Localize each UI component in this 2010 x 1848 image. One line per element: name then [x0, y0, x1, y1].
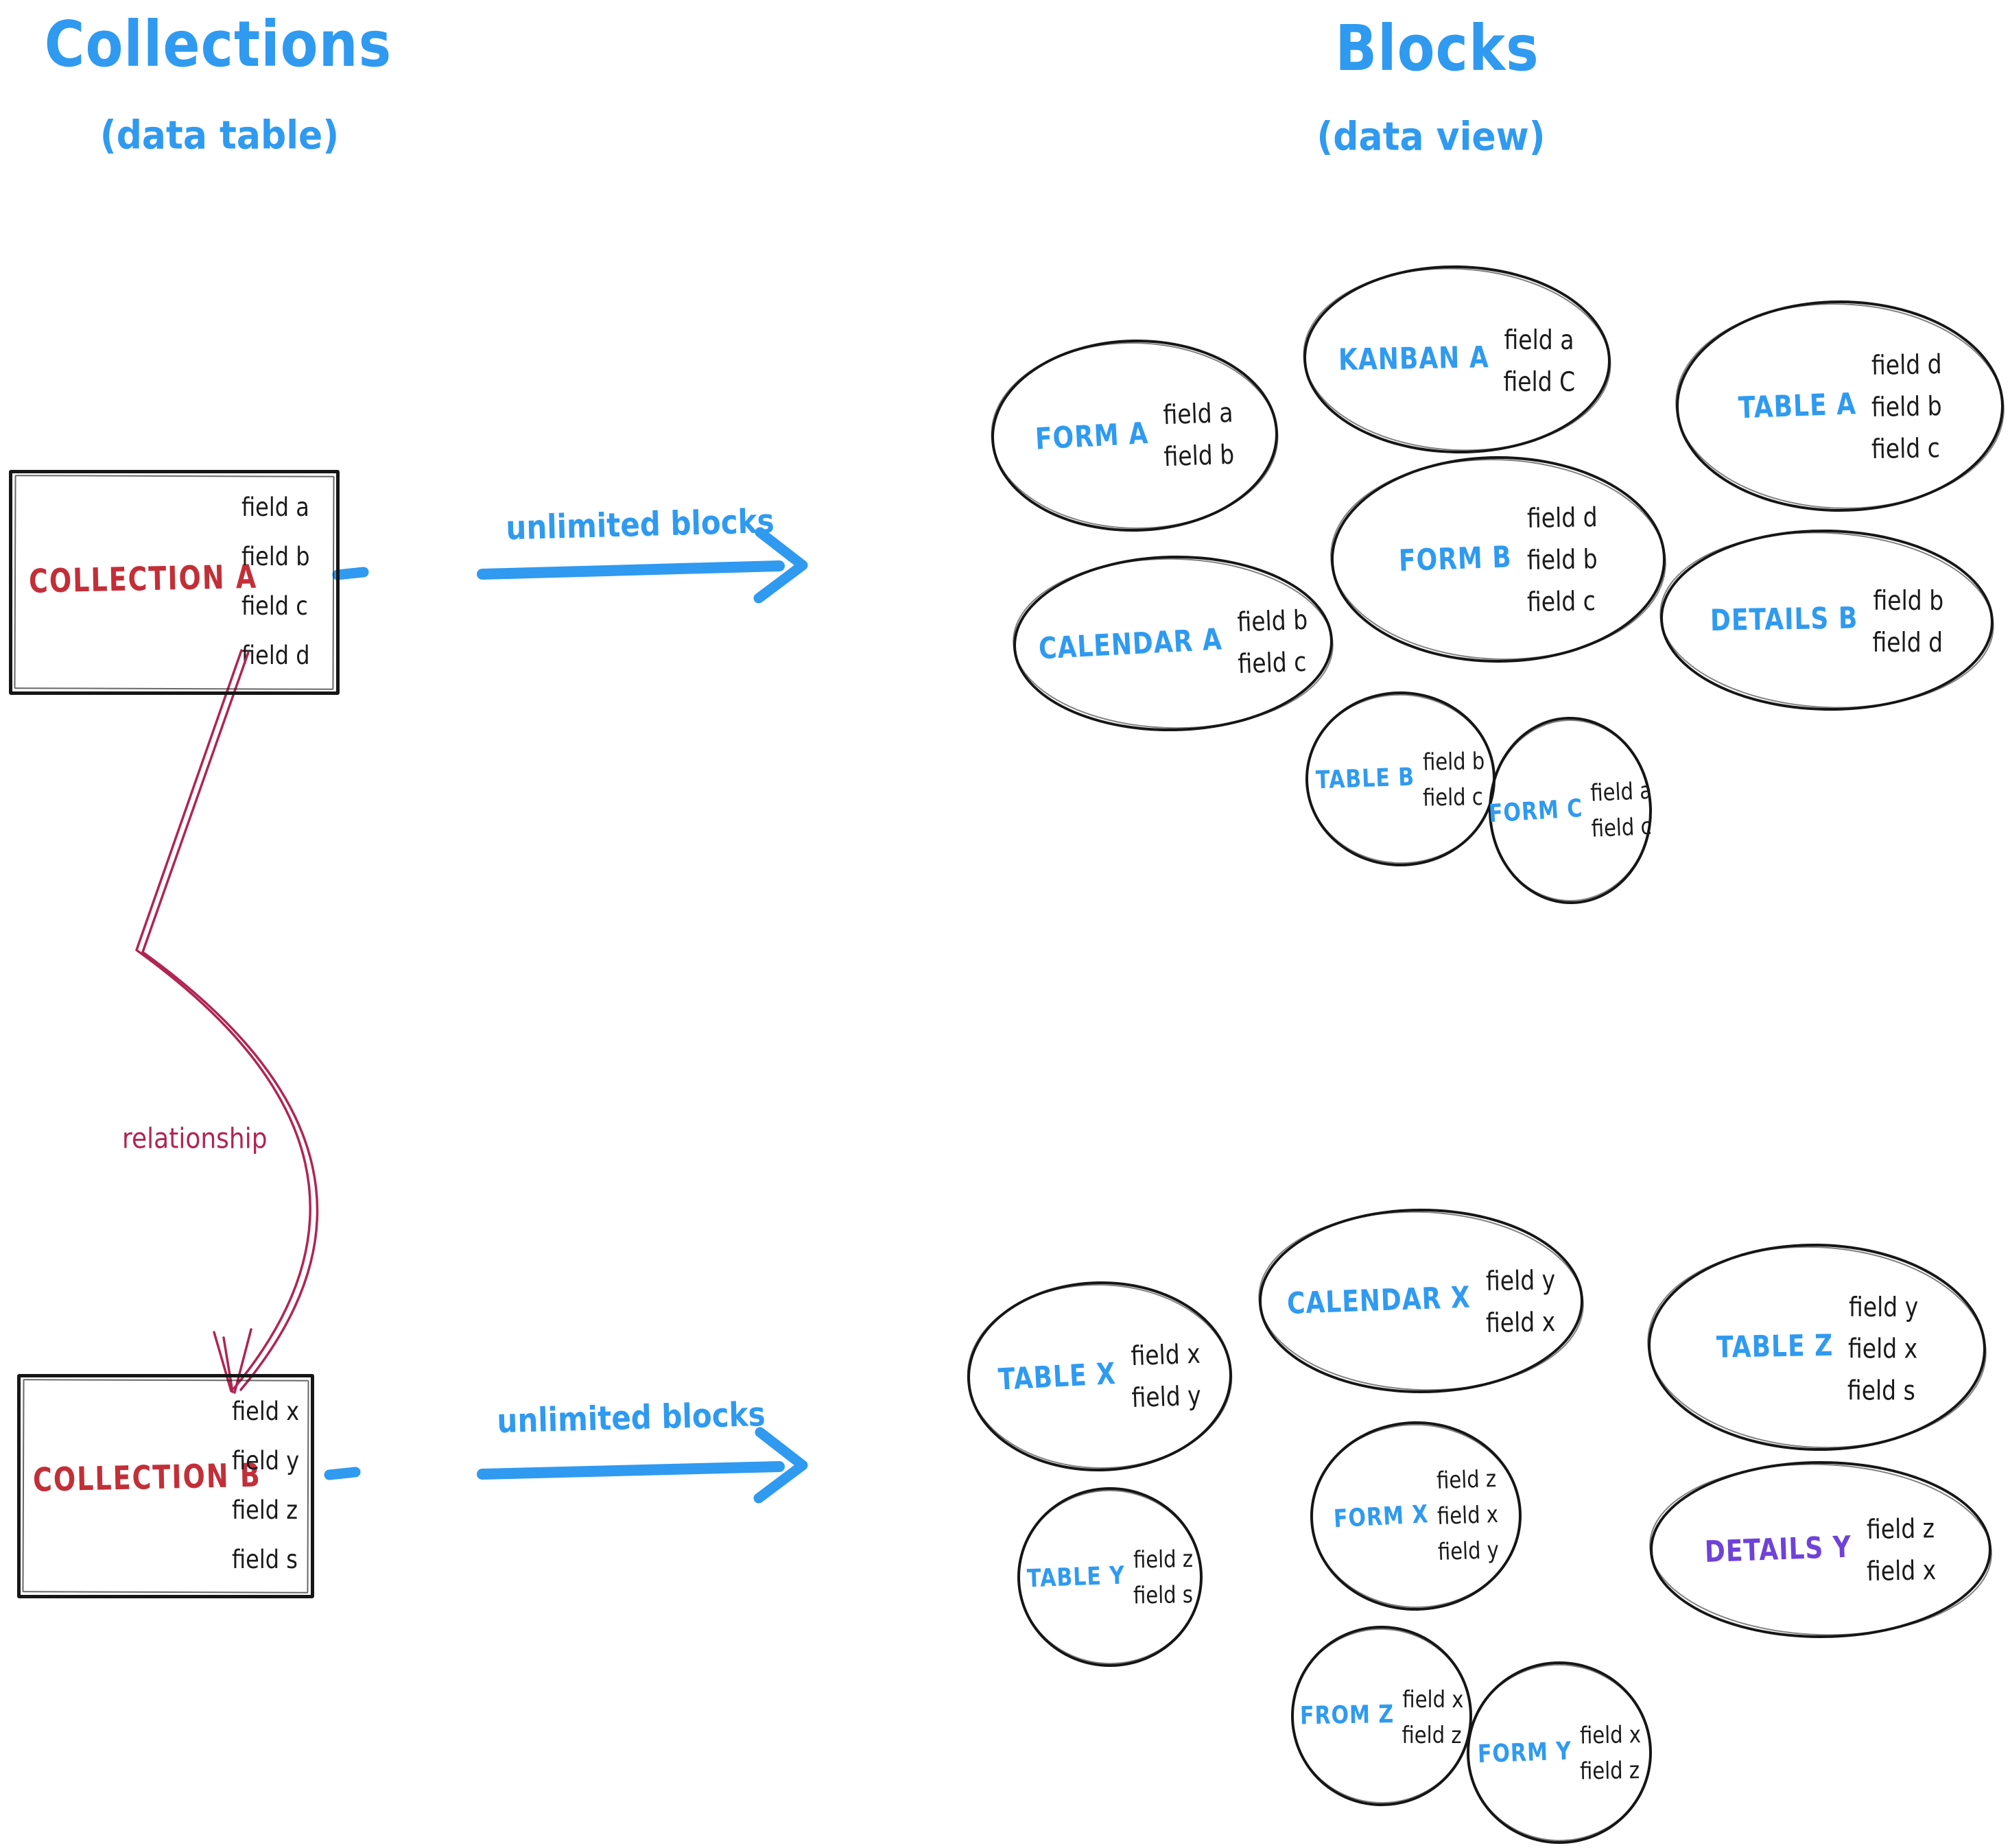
field-label: field y — [1131, 1379, 1202, 1414]
field-label: field c — [1526, 584, 1596, 618]
subtitle-data-view: (data view) — [1316, 115, 1546, 160]
block-fields: field d field b field c — [1526, 501, 1598, 618]
block-fields: field b field d — [1872, 584, 1944, 659]
block-fields: field x field y — [1131, 1337, 1202, 1414]
block-label: FORM A — [1034, 416, 1150, 456]
block-label: DETAILS B — [1710, 601, 1858, 638]
collection-a-box — [9, 470, 340, 695]
block-label: CALENDAR X — [1286, 1281, 1471, 1321]
arrow-bottom-head — [753, 1427, 808, 1504]
field-label: field a — [1504, 324, 1574, 356]
relationship-line-stroke-2 — [141, 651, 319, 1391]
field-label: field d — [1872, 626, 1943, 659]
block-details-y: DETAILS Y field z field x — [1650, 1461, 1991, 1638]
field-label: field b — [1526, 543, 1598, 576]
block-label: KANBAN A — [1338, 340, 1489, 377]
subtitle-data-table: (data table) — [99, 113, 340, 158]
field-label: field x — [1436, 1500, 1499, 1530]
arrow-top-label: unlimited blocks — [505, 501, 775, 547]
field-label: field s — [1133, 1580, 1194, 1609]
block-label: TABLE B — [1315, 762, 1416, 796]
field-label: field b — [1236, 604, 1308, 638]
field-label: field x — [1131, 1337, 1201, 1372]
collection-b-box — [17, 1374, 314, 1598]
block-label: FORM B — [1398, 541, 1513, 578]
block-fields: field a field b — [1162, 396, 1235, 473]
field-label: field y — [1485, 1264, 1556, 1296]
field-label: field y — [1849, 1290, 1919, 1323]
page-title-blocks: Blocks — [1335, 12, 1539, 85]
field-label: field b — [1873, 584, 1944, 617]
block-label: FORM X — [1333, 1500, 1430, 1534]
field-label: field z — [1866, 1512, 1935, 1545]
relationship-line-stroke-1 — [135, 649, 311, 1390]
arrow-bottom-stub — [324, 1467, 361, 1480]
block-fields: field x field z — [1402, 1685, 1464, 1749]
block-fields: field z field x — [1866, 1512, 1937, 1587]
field-label: field y — [1437, 1536, 1500, 1566]
field-label: field z — [1402, 1720, 1462, 1749]
block-fields: field z field s — [1133, 1545, 1194, 1609]
field-label: field a — [1162, 396, 1234, 431]
block-label: FORM C — [1487, 794, 1584, 829]
block-fields: field x field z — [1579, 1720, 1642, 1785]
block-label: DETAILS Y — [1704, 1530, 1853, 1569]
relationship-label: relationship — [122, 1122, 268, 1156]
arrow-top-head — [753, 527, 808, 604]
block-calendar-x: CALENDAR X field y field x — [1259, 1209, 1583, 1393]
field-label: field d — [1526, 501, 1598, 534]
field-label: field c — [1590, 812, 1653, 842]
block-form-b: FORM B field d field b field c — [1331, 456, 1666, 663]
block-fields: field z field x field y — [1436, 1465, 1500, 1566]
block-label: FROM Z — [1299, 1700, 1395, 1731]
field-label: field b — [1423, 746, 1486, 776]
block-table-y: TABLE Y field z field s — [1017, 1487, 1203, 1667]
field-label: field c — [1237, 645, 1307, 680]
field-label: field x — [1579, 1720, 1642, 1749]
arrow-top-line — [477, 560, 785, 580]
field-label: field C — [1503, 366, 1576, 398]
arrow-top-stub — [332, 567, 369, 580]
field-label: field c — [1423, 782, 1484, 812]
field-label: field b — [1163, 438, 1235, 473]
field-label: field s — [1847, 1374, 1915, 1406]
block-label: TABLE X — [997, 1357, 1118, 1397]
block-fields: field a field C — [1503, 324, 1576, 398]
field-label: field x — [1866, 1554, 1937, 1587]
block-label: TABLE Y — [1026, 1561, 1126, 1594]
field-label: field b — [1871, 390, 1942, 423]
block-form-y: FORM Y field x field z — [1467, 1661, 1652, 1844]
block-label: CALENDAR A — [1037, 622, 1223, 666]
block-fields: field b field c — [1423, 746, 1486, 812]
arrow-bottom-label: unlimited blocks — [496, 1395, 766, 1441]
field-label: field z — [1133, 1545, 1194, 1574]
block-table-a: TABLE A field d field b field c — [1676, 300, 2004, 512]
block-label: TABLE Z — [1716, 1328, 1834, 1365]
field-label: field x — [1847, 1332, 1918, 1364]
field-label: field z — [1436, 1465, 1497, 1495]
block-fields: field a field c — [1589, 776, 1653, 842]
arrow-bottom — [324, 1427, 808, 1504]
field-label: field z — [1579, 1756, 1640, 1785]
field-label: field a — [1589, 776, 1653, 807]
block-fields: field y field x — [1485, 1264, 1556, 1338]
page-title-collections: Collections — [44, 8, 392, 81]
block-table-b: TABLE B field b field c — [1305, 691, 1495, 866]
block-fields: field d field b field c — [1871, 348, 1942, 464]
relationship-line — [135, 649, 319, 1394]
block-fields: field b field c — [1236, 604, 1308, 680]
field-label: field c — [1871, 431, 1940, 464]
arrow-bottom-line — [477, 1461, 785, 1480]
field-label: field x — [1485, 1305, 1556, 1338]
arrow-top — [332, 527, 808, 604]
field-label: field x — [1402, 1685, 1464, 1713]
block-label: FORM Y — [1477, 1736, 1572, 1769]
field-label: field d — [1871, 348, 1942, 381]
block-label: TABLE A — [1737, 387, 1857, 425]
block-fields: field y field x field s — [1847, 1290, 1919, 1406]
